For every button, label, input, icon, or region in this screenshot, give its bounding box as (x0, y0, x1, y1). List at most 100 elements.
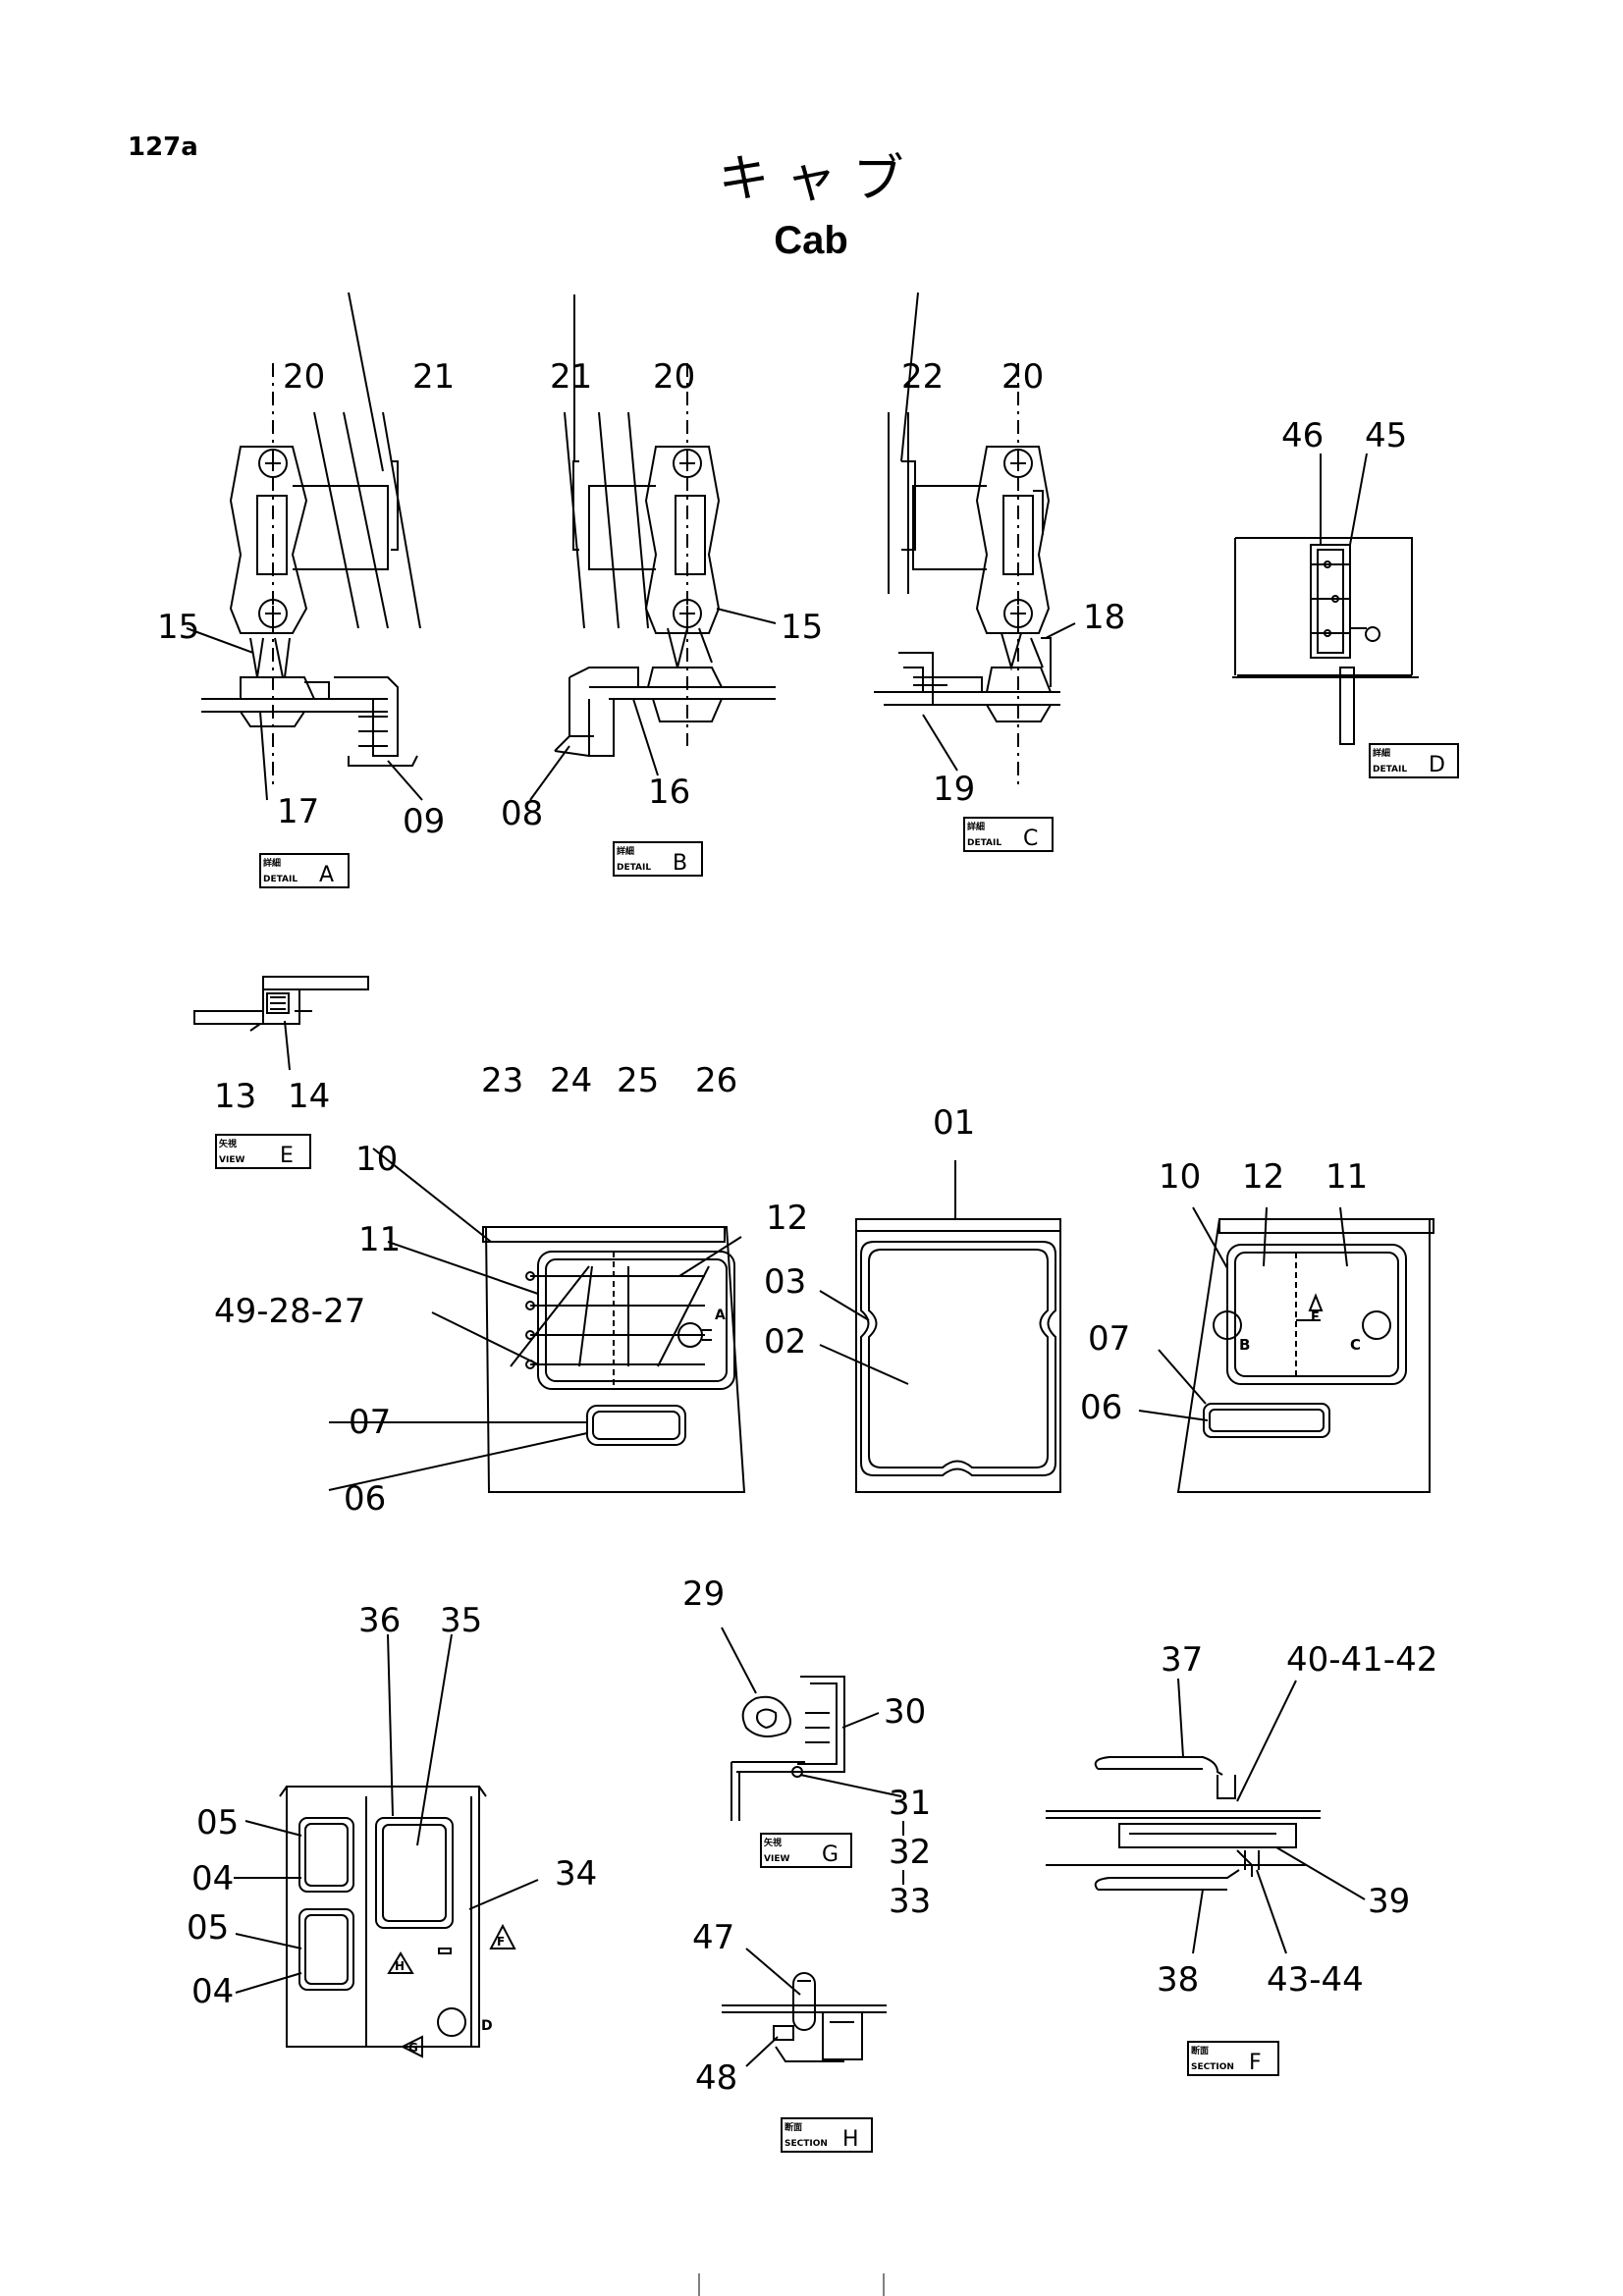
label-h-48: 48 (695, 2058, 737, 2098)
label-a-09: 09 (403, 802, 445, 841)
view-g: 29 30 31 32 33 矢視 VIEW G (682, 1575, 931, 1921)
label-a-21: 21 (412, 357, 455, 397)
label-ld-07: 07 (349, 1403, 391, 1442)
label-f-43-44: 43-44 (1267, 1960, 1364, 2000)
tag-d-jp: 詳細 (1373, 747, 1390, 759)
tag-d-en: DETAIL (1373, 765, 1407, 774)
tag-c-en: DETAIL (967, 838, 1001, 848)
tag-a-en: DETAIL (263, 875, 298, 884)
tag-e-letter: E (280, 1144, 294, 1168)
label-ld-49-28-27: 49-28-27 (214, 1292, 365, 1331)
label-ld-06: 06 (344, 1479, 386, 1519)
label-ld-11: 11 (358, 1220, 401, 1259)
left-door-view: 23 24 25 26 10 11 12 49-28-27 07 06 A (214, 1061, 808, 1519)
label-fp-02: 02 (764, 1322, 806, 1362)
marker-ld-a: A (715, 1308, 726, 1323)
marker-da-h: H (395, 1959, 405, 1973)
right-door-view: 10 12 11 07 06 B C E (1080, 1157, 1434, 1493)
label-e-13: 13 (214, 1077, 256, 1116)
detail-d: 46 45 詳細 DETAIL D (1232, 416, 1459, 778)
tag-f-en: SECTION (1191, 2062, 1234, 2072)
label-g-30: 30 (884, 1692, 926, 1732)
tag-g-en: VIEW (764, 1854, 789, 1864)
label-f-39: 39 (1368, 1882, 1410, 1921)
label-d-45: 45 (1365, 416, 1407, 455)
page-number: 127a (128, 133, 198, 162)
tag-g-letter: G (822, 1842, 839, 1867)
section-f: 37 40-41-42 39 38 43-44 断面 SECTION F (1046, 1640, 1437, 2076)
door-assembly-view: 36 35 05 04 05 04 34 F H G D (187, 1601, 597, 2058)
tag-f-jp: 断面 (1191, 2045, 1209, 2056)
title-japanese: キ ャ ブ (718, 150, 903, 209)
label-c-22: 22 (901, 357, 944, 397)
marker-rd-b: B (1239, 1336, 1250, 1354)
marker-rd-c: C (1350, 1336, 1361, 1354)
label-a-15: 15 (157, 608, 199, 647)
view-e: 13 14 矢視 VIEW E (193, 976, 369, 1169)
label-g-33: 33 (889, 1882, 931, 1921)
label-a-20: 20 (283, 357, 325, 397)
label-f-37: 37 (1161, 1640, 1203, 1680)
detail-a: 20 21 15 17 09 詳細 DETAIL A (157, 292, 455, 888)
title-english: Cab (774, 219, 848, 262)
tag-g-jp: 矢視 (764, 1837, 782, 1848)
tag-b-letter: B (673, 851, 687, 876)
label-g-32: 32 (889, 1833, 931, 1872)
label-ld-10: 10 (355, 1140, 398, 1179)
tag-h-jp: 断面 (784, 2121, 802, 2133)
label-d-46: 46 (1281, 416, 1324, 455)
label-da-04a: 04 (191, 1859, 234, 1898)
label-da-05a: 05 (196, 1803, 239, 1842)
label-fp-01: 01 (933, 1103, 975, 1143)
tag-c-letter: C (1023, 827, 1038, 851)
label-b-16: 16 (648, 773, 690, 812)
label-f-40-41-42: 40-41-42 (1286, 1640, 1437, 1680)
label-ld-24: 24 (550, 1061, 592, 1100)
label-rd-10: 10 (1159, 1157, 1201, 1197)
label-ld-25: 25 (617, 1061, 659, 1100)
label-b-15: 15 (781, 608, 823, 647)
tag-d-letter: D (1429, 753, 1445, 777)
label-ld-23: 23 (481, 1061, 523, 1100)
label-e-14: 14 (288, 1077, 330, 1116)
label-rd-06: 06 (1080, 1388, 1122, 1427)
label-b-21: 21 (550, 357, 592, 397)
label-b-20: 20 (653, 357, 695, 397)
marker-da-g: G (408, 2041, 418, 2055)
label-da-34: 34 (555, 1854, 597, 1894)
label-rd-07: 07 (1088, 1319, 1130, 1359)
tag-h-en: SECTION (784, 2139, 828, 2149)
label-fp-03: 03 (764, 1262, 806, 1302)
label-c-20: 20 (1001, 357, 1044, 397)
tag-b-jp: 詳細 (617, 845, 634, 857)
label-da-35: 35 (440, 1601, 482, 1640)
label-da-05b: 05 (187, 1908, 229, 1948)
label-g-31: 31 (889, 1784, 931, 1823)
tag-h-letter: H (842, 2127, 859, 2152)
tag-e-jp: 矢視 (219, 1138, 237, 1149)
label-c-18: 18 (1083, 598, 1125, 637)
tag-a-jp: 詳細 (263, 857, 281, 869)
detail-c: 22 20 18 19 詳細 DETAIL C (874, 292, 1125, 852)
tag-b-en: DETAIL (617, 863, 651, 873)
label-da-36: 36 (358, 1601, 401, 1640)
marker-da-d: D (481, 2018, 493, 2034)
tag-a-letter: A (319, 863, 334, 887)
tag-c-jp: 詳細 (967, 821, 985, 832)
section-h: 47 48 断面 SECTION H (692, 1918, 887, 2153)
label-c-19: 19 (933, 770, 975, 809)
label-rd-12: 12 (1242, 1157, 1284, 1197)
label-ld-12: 12 (766, 1199, 808, 1238)
marker-da-f: F (497, 1935, 505, 1949)
label-rd-11: 11 (1325, 1157, 1368, 1197)
label-da-04b: 04 (191, 1972, 234, 2011)
label-a-17: 17 (277, 792, 319, 831)
label-h-47: 47 (692, 1918, 734, 1957)
front-panel-view: 01 03 02 (764, 1103, 1061, 1493)
label-ld-26: 26 (695, 1061, 737, 1100)
marker-rd-e: E (1311, 1310, 1320, 1325)
tag-e-en: VIEW (219, 1155, 244, 1165)
label-g-29: 29 (682, 1575, 725, 1614)
label-f-38: 38 (1157, 1960, 1199, 2000)
